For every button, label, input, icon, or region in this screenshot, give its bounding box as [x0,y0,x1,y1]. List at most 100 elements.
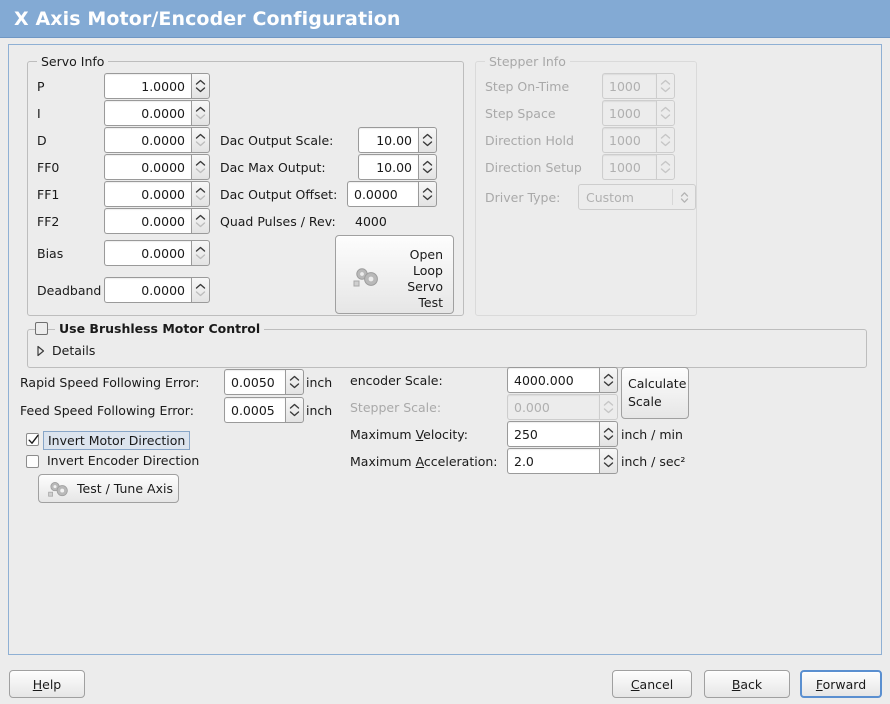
calculate-scale-button[interactable]: Calculate Scale [621,367,689,419]
spinner-up-icon[interactable] [289,375,300,382]
spin-i[interactable]: 0.0000 [104,100,210,126]
spin-dac-output-offset-buttons[interactable] [418,181,437,207]
spin-d-buttons[interactable] [191,127,210,153]
checkmark-icon[interactable] [27,433,40,447]
spin-dac-max-output-buttons[interactable] [418,154,437,180]
spin-maximum-acceleration-value[interactable]: 2.0 [507,448,599,474]
spin-ff1[interactable]: 0.0000 [104,181,210,207]
spinner-up-icon[interactable] [195,246,206,253]
spin-i-value[interactable]: 0.0000 [104,100,191,126]
spin-rapid-following-error[interactable]: 0.0050 [224,369,304,395]
spin-maximum-acceleration[interactable]: 2.0 [507,448,618,474]
spinner-down-icon[interactable] [195,140,206,147]
spinner-down-icon[interactable] [603,380,614,387]
spin-dac-output-scale-buttons[interactable] [418,127,437,153]
spin-maximum-acceleration-buttons[interactable] [599,448,618,474]
spinner-down-icon[interactable] [422,167,433,174]
spin-feed-following-error-buttons[interactable] [285,397,304,423]
spin-ff0[interactable]: 0.0000 [104,154,210,180]
help-button[interactable]: Help [9,670,85,698]
spin-bias-buttons[interactable] [191,240,210,266]
spinner-up-icon[interactable] [195,214,206,221]
spin-dac-max-output-value[interactable]: 10.00 [358,154,418,180]
spin-encoder-scale-value[interactable]: 4000.000 [507,367,599,393]
spin-encoder-scale[interactable]: 4000.000 [507,367,618,393]
spin-maximum-velocity-value[interactable]: 250 [507,421,599,447]
spin-bias-value[interactable]: 0.0000 [104,240,191,266]
spin-dac-output-offset[interactable]: 0.0000 [347,181,437,207]
spin-dac-max-output[interactable]: 10.00 [358,154,437,180]
help-label: Help [33,677,62,692]
label-step-space: Step Space [485,106,556,121]
spinner-up-icon[interactable] [422,160,433,167]
use-brushless-checkbox[interactable] [35,322,48,335]
label-dac-output-offset: Dac Output Offset: [220,187,338,202]
spinner-up-icon[interactable] [603,373,614,380]
spinner-down-icon[interactable] [195,113,206,120]
spin-i-buttons[interactable] [191,100,210,126]
forward-button[interactable]: Forward [800,670,882,698]
spin-maximum-velocity-buttons[interactable] [599,421,618,447]
spinner-down-icon[interactable] [195,167,206,174]
spinner-up-icon[interactable] [422,187,433,194]
spinner-down-icon[interactable] [422,140,433,147]
spin-ff2-buttons[interactable] [191,208,210,234]
spin-maximum-velocity[interactable]: 250 [507,421,618,447]
spin-bias[interactable]: 0.0000 [104,240,210,266]
open-loop-servo-test-button[interactable]: Open Loop Servo Test [335,235,454,314]
spin-p[interactable]: 1.0000 [104,73,210,99]
spin-rapid-following-error-buttons[interactable] [285,369,304,395]
spin-dac-output-offset-value[interactable]: 0.0000 [347,181,418,207]
invert-motor-direction-checkbox[interactable] [26,433,39,446]
spinner-up-icon[interactable] [603,427,614,434]
spin-deadband-buttons[interactable] [191,277,210,303]
back-button[interactable]: Back [704,670,790,698]
cancel-button[interactable]: Cancel [612,670,692,698]
spin-ff2-value[interactable]: 0.0000 [104,208,191,234]
spin-dac-output-scale-value[interactable]: 10.00 [358,127,418,153]
spin-deadband-value[interactable]: 0.0000 [104,277,191,303]
spin-feed-following-error-value[interactable]: 0.0005 [224,397,285,423]
spinner-down-icon[interactable] [195,221,206,228]
invert-encoder-direction-checkbox[interactable] [26,455,39,468]
spinner-down-icon[interactable] [195,253,206,260]
spinner-up-icon[interactable] [603,454,614,461]
spinner-down-icon[interactable] [195,290,206,297]
spin-d-value[interactable]: 0.0000 [104,127,191,153]
test-tune-axis-button[interactable]: Test / Tune Axis [38,474,179,503]
spinner-up-icon[interactable] [195,106,206,113]
spin-d[interactable]: 0.0000 [104,127,210,153]
spin-p-value[interactable]: 1.0000 [104,73,191,99]
spinner-up-icon[interactable] [195,160,206,167]
spinner-up-icon[interactable] [195,79,206,86]
spinner-down-icon[interactable] [195,86,206,93]
spin-ff2[interactable]: 0.0000 [104,208,210,234]
spinner-up-icon[interactable] [422,133,433,140]
spinner-down-icon[interactable] [289,382,300,389]
spinner-up-icon[interactable] [195,187,206,194]
invert-motor-direction-label[interactable]: Invert Motor Direction [43,431,191,450]
spin-p-buttons[interactable] [191,73,210,99]
spin-ff0-value[interactable]: 0.0000 [104,154,191,180]
test-tune-axis-label: Test / Tune Axis [77,481,173,496]
spin-feed-following-error[interactable]: 0.0005 [224,397,304,423]
spinner-up-icon[interactable] [195,283,206,290]
spinner-up-icon[interactable] [195,133,206,140]
spinner-down-icon[interactable] [603,434,614,441]
spin-rapid-following-error-value[interactable]: 0.0050 [224,369,285,395]
spin-encoder-scale-buttons[interactable] [599,367,618,393]
spin-ff1-value[interactable]: 0.0000 [104,181,191,207]
spin-dac-output-scale[interactable]: 10.00 [358,127,437,153]
spinner-down-icon[interactable] [195,194,206,201]
spin-ff0-buttons[interactable] [191,154,210,180]
triangle-right-icon[interactable] [36,345,45,357]
spinner-down-icon[interactable] [289,410,300,417]
spin-deadband[interactable]: 0.0000 [104,277,210,303]
spin-ff1-buttons[interactable] [191,181,210,207]
use-brushless-label: Use Brushless Motor Control [55,321,265,337]
spinner-down-icon[interactable] [603,461,614,468]
spinner-up-icon[interactable] [289,403,300,410]
spinner-down-icon[interactable] [422,194,433,201]
spin-direction-hold-buttons [656,127,675,153]
details-expander[interactable]: Details [36,343,95,359]
